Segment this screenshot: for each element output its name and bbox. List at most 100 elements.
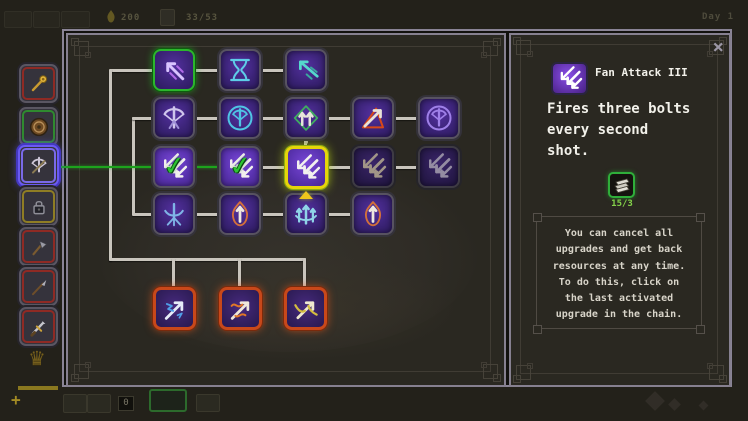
tree-connector (261, 213, 285, 216)
skill-description: Fires three bolts every second shot. (547, 99, 717, 162)
axe-icon (31, 239, 47, 255)
scepter-icon (31, 74, 47, 91)
skill-node-special-wind[interactable] (284, 287, 327, 330)
skill-node-upgrade-4-2[interactable] (219, 193, 261, 235)
corner-ornament-icon (513, 37, 533, 57)
tree-connector (195, 69, 219, 72)
note-corner (696, 213, 705, 222)
bolt-lightning-icon (164, 300, 183, 320)
skill-node-fan-attack-5[interactable] (418, 146, 460, 188)
tree-connector (195, 213, 219, 216)
skill-node-fan-attack-3[interactable] (285, 146, 328, 189)
description-line: every second (547, 122, 649, 138)
fan-icon (363, 153, 387, 178)
tree-connector (261, 166, 285, 169)
gold-nugget-icon (105, 9, 117, 28)
resource-cost-value: 15/3 (611, 199, 633, 209)
resource-cost-icon (608, 172, 635, 198)
skill-node-upgrade-2-3[interactable] (285, 97, 327, 139)
plus-icon[interactable]: + (11, 390, 21, 409)
tree-connector (109, 258, 306, 261)
note-corner (696, 325, 705, 334)
weapon-tab-padlock[interactable] (19, 187, 58, 226)
skill-node-upgrade-1-1[interactable] (153, 49, 195, 91)
skill-node-upgrade-1-3[interactable] (285, 49, 327, 91)
selected-hotbar-slot[interactable] (149, 389, 187, 412)
capacity-counter: 33/53 (186, 13, 219, 23)
fan-icon (429, 153, 453, 178)
crossbow-circle-icon (227, 105, 253, 131)
corner-ornament-icon (483, 41, 498, 56)
sword-icon (29, 320, 45, 337)
purchased-check-icon: ✓ (163, 146, 185, 184)
corner-ornament-icon (483, 364, 498, 379)
note-line: You can cancel all (564, 228, 674, 239)
corner-ornament-icon (74, 364, 89, 379)
corner-ornament-icon (71, 38, 91, 58)
corner-ornament-icon (709, 365, 724, 380)
note-line: upgrade in the chain. (555, 309, 683, 321)
active-path-connector (195, 166, 219, 168)
skill-node-upgrade-2-5[interactable] (418, 97, 460, 139)
active-path-connector (57, 166, 153, 168)
double-bolt-icon (293, 105, 319, 131)
crossbow-fan-icon (164, 202, 184, 227)
hud-button[interactable] (33, 11, 60, 28)
arrow-icon (166, 62, 185, 81)
bolt-fire-icon (230, 300, 249, 320)
hud-button[interactable] (61, 11, 90, 28)
tree-connector (303, 258, 306, 288)
padlock-icon (32, 200, 45, 214)
hotbar-slot[interactable] (87, 394, 111, 413)
skill-node-upgrade-1-2[interactable] (219, 49, 261, 91)
skill-node-upgrade-4-3[interactable] (285, 193, 327, 235)
cancel-upgrades-note: You can cancel all upgrades and get back… (536, 216, 702, 329)
skill-node-upgrade-2-1[interactable] (153, 97, 195, 139)
skill-node-special-lightning[interactable] (153, 287, 196, 330)
planks-resource-icon (613, 178, 630, 193)
tree-connector (132, 117, 154, 120)
pierce-icon (299, 60, 319, 80)
weapon-tab-axe[interactable] (19, 227, 58, 266)
hotbar-slot[interactable] (196, 394, 220, 412)
note-line: To do this, click on (558, 276, 680, 288)
skill-node-upgrade-2-4[interactable] (352, 97, 394, 139)
skill-node-upgrade-2-2[interactable] (219, 97, 261, 139)
triple-bolt-icon (295, 204, 317, 225)
weapon-tab-spear[interactable] (19, 267, 58, 306)
bolt-flame-icon (231, 201, 249, 227)
bolt-flame-icon (364, 201, 382, 227)
skill-node-fan-attack-1[interactable]: ✓ (153, 146, 195, 188)
skill-node-fan-attack-2[interactable]: ✓ (219, 146, 261, 188)
tree-connector (261, 117, 285, 120)
note-line: resources at any time. (552, 260, 686, 272)
tree-connector (329, 166, 352, 169)
crossbow-circle-icon (426, 105, 452, 131)
skill-node-upgrade-4-1[interactable] (153, 193, 195, 235)
description-line: Fires three bolts (547, 101, 691, 117)
skill-node-fan-attack-4[interactable] (352, 146, 394, 188)
upgrade-info-panel: × Fan Attack III Fires three bolts every… (509, 33, 731, 387)
hud-button[interactable] (4, 11, 32, 28)
ground-debris (668, 398, 681, 411)
skill-node-special-fire[interactable] (219, 287, 262, 330)
weapon-tab-shield[interactable] (19, 107, 58, 146)
hotbar-slot[interactable] (63, 394, 87, 413)
progress-bar (18, 386, 58, 390)
hourglass-icon (230, 58, 250, 82)
weapon-tab-crossbow[interactable] (18, 145, 59, 186)
note-corner (533, 325, 542, 334)
skill-node-upgrade-4-4[interactable] (352, 193, 394, 235)
weapon-tab-scepter[interactable] (19, 64, 58, 103)
note-line: upgrades and get back (555, 244, 683, 256)
close-icon[interactable]: × (712, 36, 724, 58)
tree-connector (327, 117, 352, 120)
crown-emblem-icon: ♛ (29, 343, 45, 371)
weapon-tab-sword[interactable] (19, 307, 58, 346)
note-corner (533, 213, 542, 222)
tree-connector (238, 258, 241, 288)
tree-connector (394, 166, 418, 169)
crossbow-icon (31, 156, 46, 174)
tree-connector (132, 213, 154, 216)
connector-nub (304, 140, 308, 144)
